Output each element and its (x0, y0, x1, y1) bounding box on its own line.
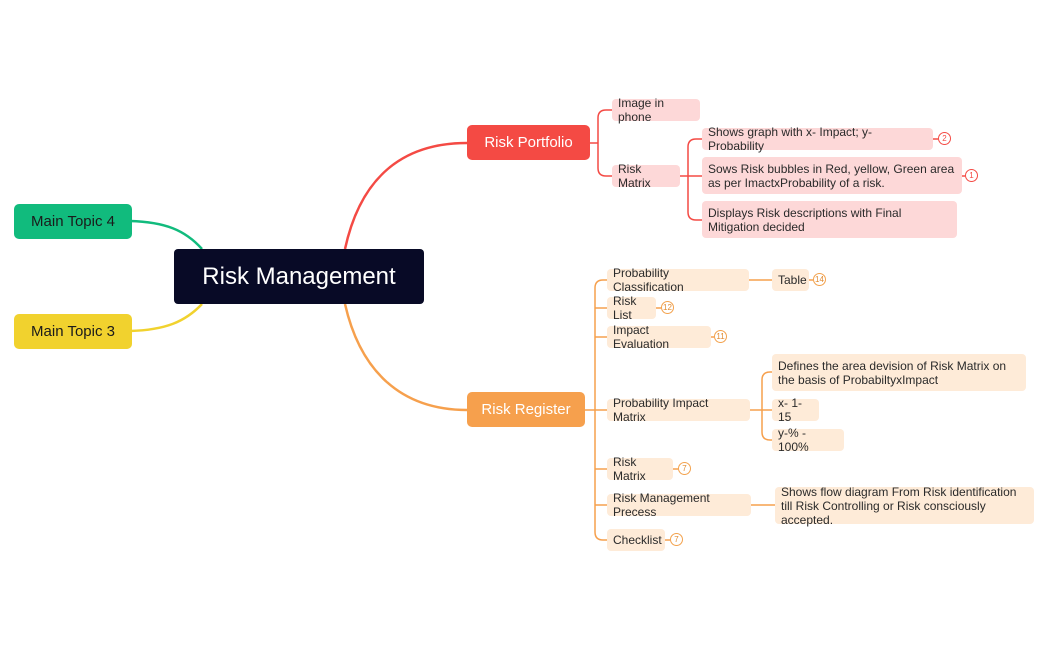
register-links (585, 279, 813, 541)
table-label: Table (778, 273, 807, 287)
checklist-badge[interactable]: 7 (670, 533, 683, 546)
risk-bubbles-label: Sows Risk bubbles in Red, yellow, Green … (708, 161, 955, 190)
image-in-phone-label: Image in phone (618, 96, 665, 124)
register-risk-matrix-label: Risk Matrix (613, 455, 646, 483)
risk-register-label: Risk Register (481, 401, 571, 418)
risk-bubbles-badge[interactable]: 1 (965, 169, 978, 182)
impact-evaluation-node[interactable]: Impact Evaluation (607, 323, 711, 351)
risk-portfolio-label: Risk Portfolio (484, 134, 573, 151)
checklist-badge-count: 7 (674, 535, 679, 544)
table-badge-count: 14 (815, 275, 824, 284)
risk-bubbles-node[interactable]: Sows Risk bubbles in Red, yellow, Green … (702, 157, 962, 194)
risk-descriptions-node[interactable]: Displays Risk descriptions with Final Mi… (702, 201, 957, 238)
x-range-label: x- 1-15 (778, 396, 802, 424)
main-topic-4[interactable]: Main Topic 4 (14, 204, 132, 239)
probability-impact-matrix-label: Probability Impact Matrix (613, 396, 709, 424)
risk-list-node[interactable]: Risk List (607, 294, 656, 322)
risk-register-topic[interactable]: Risk Register (467, 392, 585, 427)
shows-graph-node[interactable]: Shows graph with x- Impact; y- Probabili… (702, 125, 933, 153)
link-root-topic3 (129, 303, 203, 333)
portfolio-links (590, 109, 965, 221)
y-range-label: y-% - 100% (778, 426, 809, 454)
checklist-label: Checklist (613, 533, 662, 547)
flow-diagram-label: Shows flow diagram From Risk identificat… (781, 484, 1017, 527)
table-node[interactable]: Table (772, 269, 809, 291)
risk-list-badge-count: 12 (663, 303, 672, 312)
root-topic-label: Risk Management (202, 262, 396, 290)
image-in-phone-node[interactable]: Image in phone (612, 96, 700, 124)
risk-bubbles-badge-count: 1 (969, 171, 974, 180)
register-risk-matrix-badge[interactable]: 7 (678, 462, 691, 475)
main-topic-3[interactable]: Main Topic 3 (14, 314, 132, 349)
portfolio-risk-matrix-label: Risk Matrix (618, 162, 651, 190)
y-range-node[interactable]: y-% - 100% (772, 426, 844, 454)
link-root-register (343, 303, 468, 412)
risk-portfolio-topic[interactable]: Risk Portfolio (467, 125, 590, 160)
root-topic[interactable]: Risk Management (174, 249, 424, 304)
table-badge[interactable]: 14 (813, 273, 826, 286)
impact-evaluation-badge[interactable]: 11 (714, 330, 727, 343)
probability-impact-matrix-node[interactable]: Probability Impact Matrix (607, 396, 750, 424)
main-topic-4-label: Main Topic 4 (31, 213, 115, 230)
matrix-definition-label: Defines the area devision of Risk Matrix… (778, 358, 1007, 387)
x-range-node[interactable]: x- 1-15 (772, 396, 819, 424)
matrix-definition-node[interactable]: Defines the area devision of Risk Matrix… (772, 354, 1026, 391)
shows-graph-label: Shows graph with x- Impact; y- Probabili… (708, 125, 873, 153)
risk-list-label: Risk List (613, 294, 637, 322)
checklist-node[interactable]: Checklist (607, 529, 665, 551)
probability-classification-node[interactable]: Probability Classification (607, 266, 749, 294)
link-root-portfolio (343, 141, 468, 250)
probability-classification-label: Probability Classification (613, 266, 684, 294)
risk-management-process-label: Risk Management Precess (613, 491, 710, 519)
main-topic-3-label: Main Topic 3 (31, 323, 115, 340)
impact-evaluation-badge-count: 11 (716, 332, 725, 341)
link-root-topic4 (129, 219, 203, 250)
risk-list-badge[interactable]: 12 (661, 301, 674, 314)
risk-descriptions-label: Displays Risk descriptions with Final Mi… (708, 205, 902, 234)
risk-management-process-node[interactable]: Risk Management Precess (607, 491, 751, 519)
impact-evaluation-label: Impact Evaluation (613, 323, 670, 351)
register-risk-matrix-badge-count: 7 (682, 464, 687, 473)
shows-graph-badge-count: 2 (942, 134, 947, 143)
flow-diagram-node[interactable]: Shows flow diagram From Risk identificat… (775, 484, 1034, 527)
register-risk-matrix-node[interactable]: Risk Matrix (607, 455, 673, 483)
portfolio-risk-matrix-node[interactable]: Risk Matrix (612, 162, 680, 190)
shows-graph-badge[interactable]: 2 (938, 132, 951, 145)
